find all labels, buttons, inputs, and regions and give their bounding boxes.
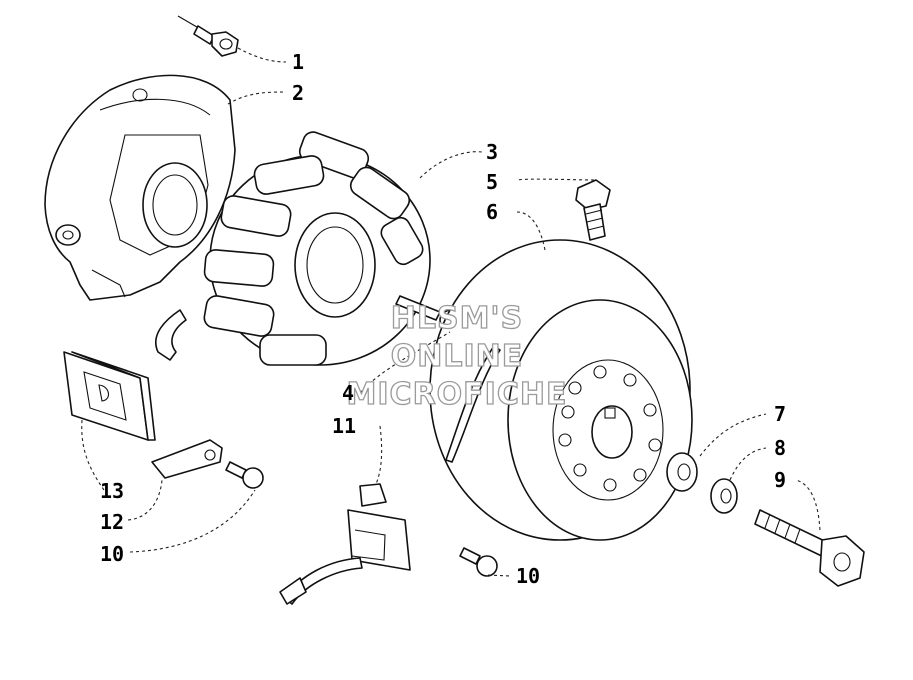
bracket — [151, 439, 223, 479]
leader-lines — [81, 47, 821, 577]
pulser-screw — [459, 547, 498, 577]
callout-13: 13 — [100, 479, 124, 503]
callout-10-right: 10 — [516, 564, 540, 588]
lock-washer — [710, 478, 738, 514]
cover-plate — [63, 351, 156, 441]
callout-2: 2 — [292, 81, 304, 105]
flywheel — [429, 239, 693, 541]
callout-9: 9 — [774, 468, 786, 492]
pulser-coil — [279, 483, 411, 605]
callout-3: 3 — [486, 140, 498, 164]
callout-12: 12 — [100, 510, 124, 534]
callout-1: 1 — [292, 50, 304, 74]
callout-7: 7 — [774, 402, 786, 426]
callout-6: 6 — [486, 200, 498, 224]
watermark: HLSM'S ONLINE MICROFICHE — [346, 300, 568, 412]
callout-numbers: 1 2 3 5 6 4 11 7 8 9 13 12 10 10 — [100, 50, 786, 588]
watermark-line-1: HLSM'S — [391, 301, 523, 336]
callout-5: 5 — [486, 170, 498, 194]
cover-bolt — [177, 15, 239, 57]
flywheel-bolt — [575, 179, 611, 241]
callout-4: 4 — [342, 381, 354, 405]
callout-10-left: 10 — [100, 542, 124, 566]
watermark-line-2: ONLINE — [391, 339, 524, 374]
stator-cover — [44, 74, 236, 301]
watermark-line-3: MICROFICHE — [347, 377, 568, 412]
washer — [666, 452, 698, 492]
flywheel-nut-bolt — [754, 509, 865, 587]
bracket-screw — [225, 461, 264, 489]
callout-11: 11 — [332, 414, 356, 438]
callout-8: 8 — [774, 436, 786, 460]
stator — [155, 131, 431, 366]
